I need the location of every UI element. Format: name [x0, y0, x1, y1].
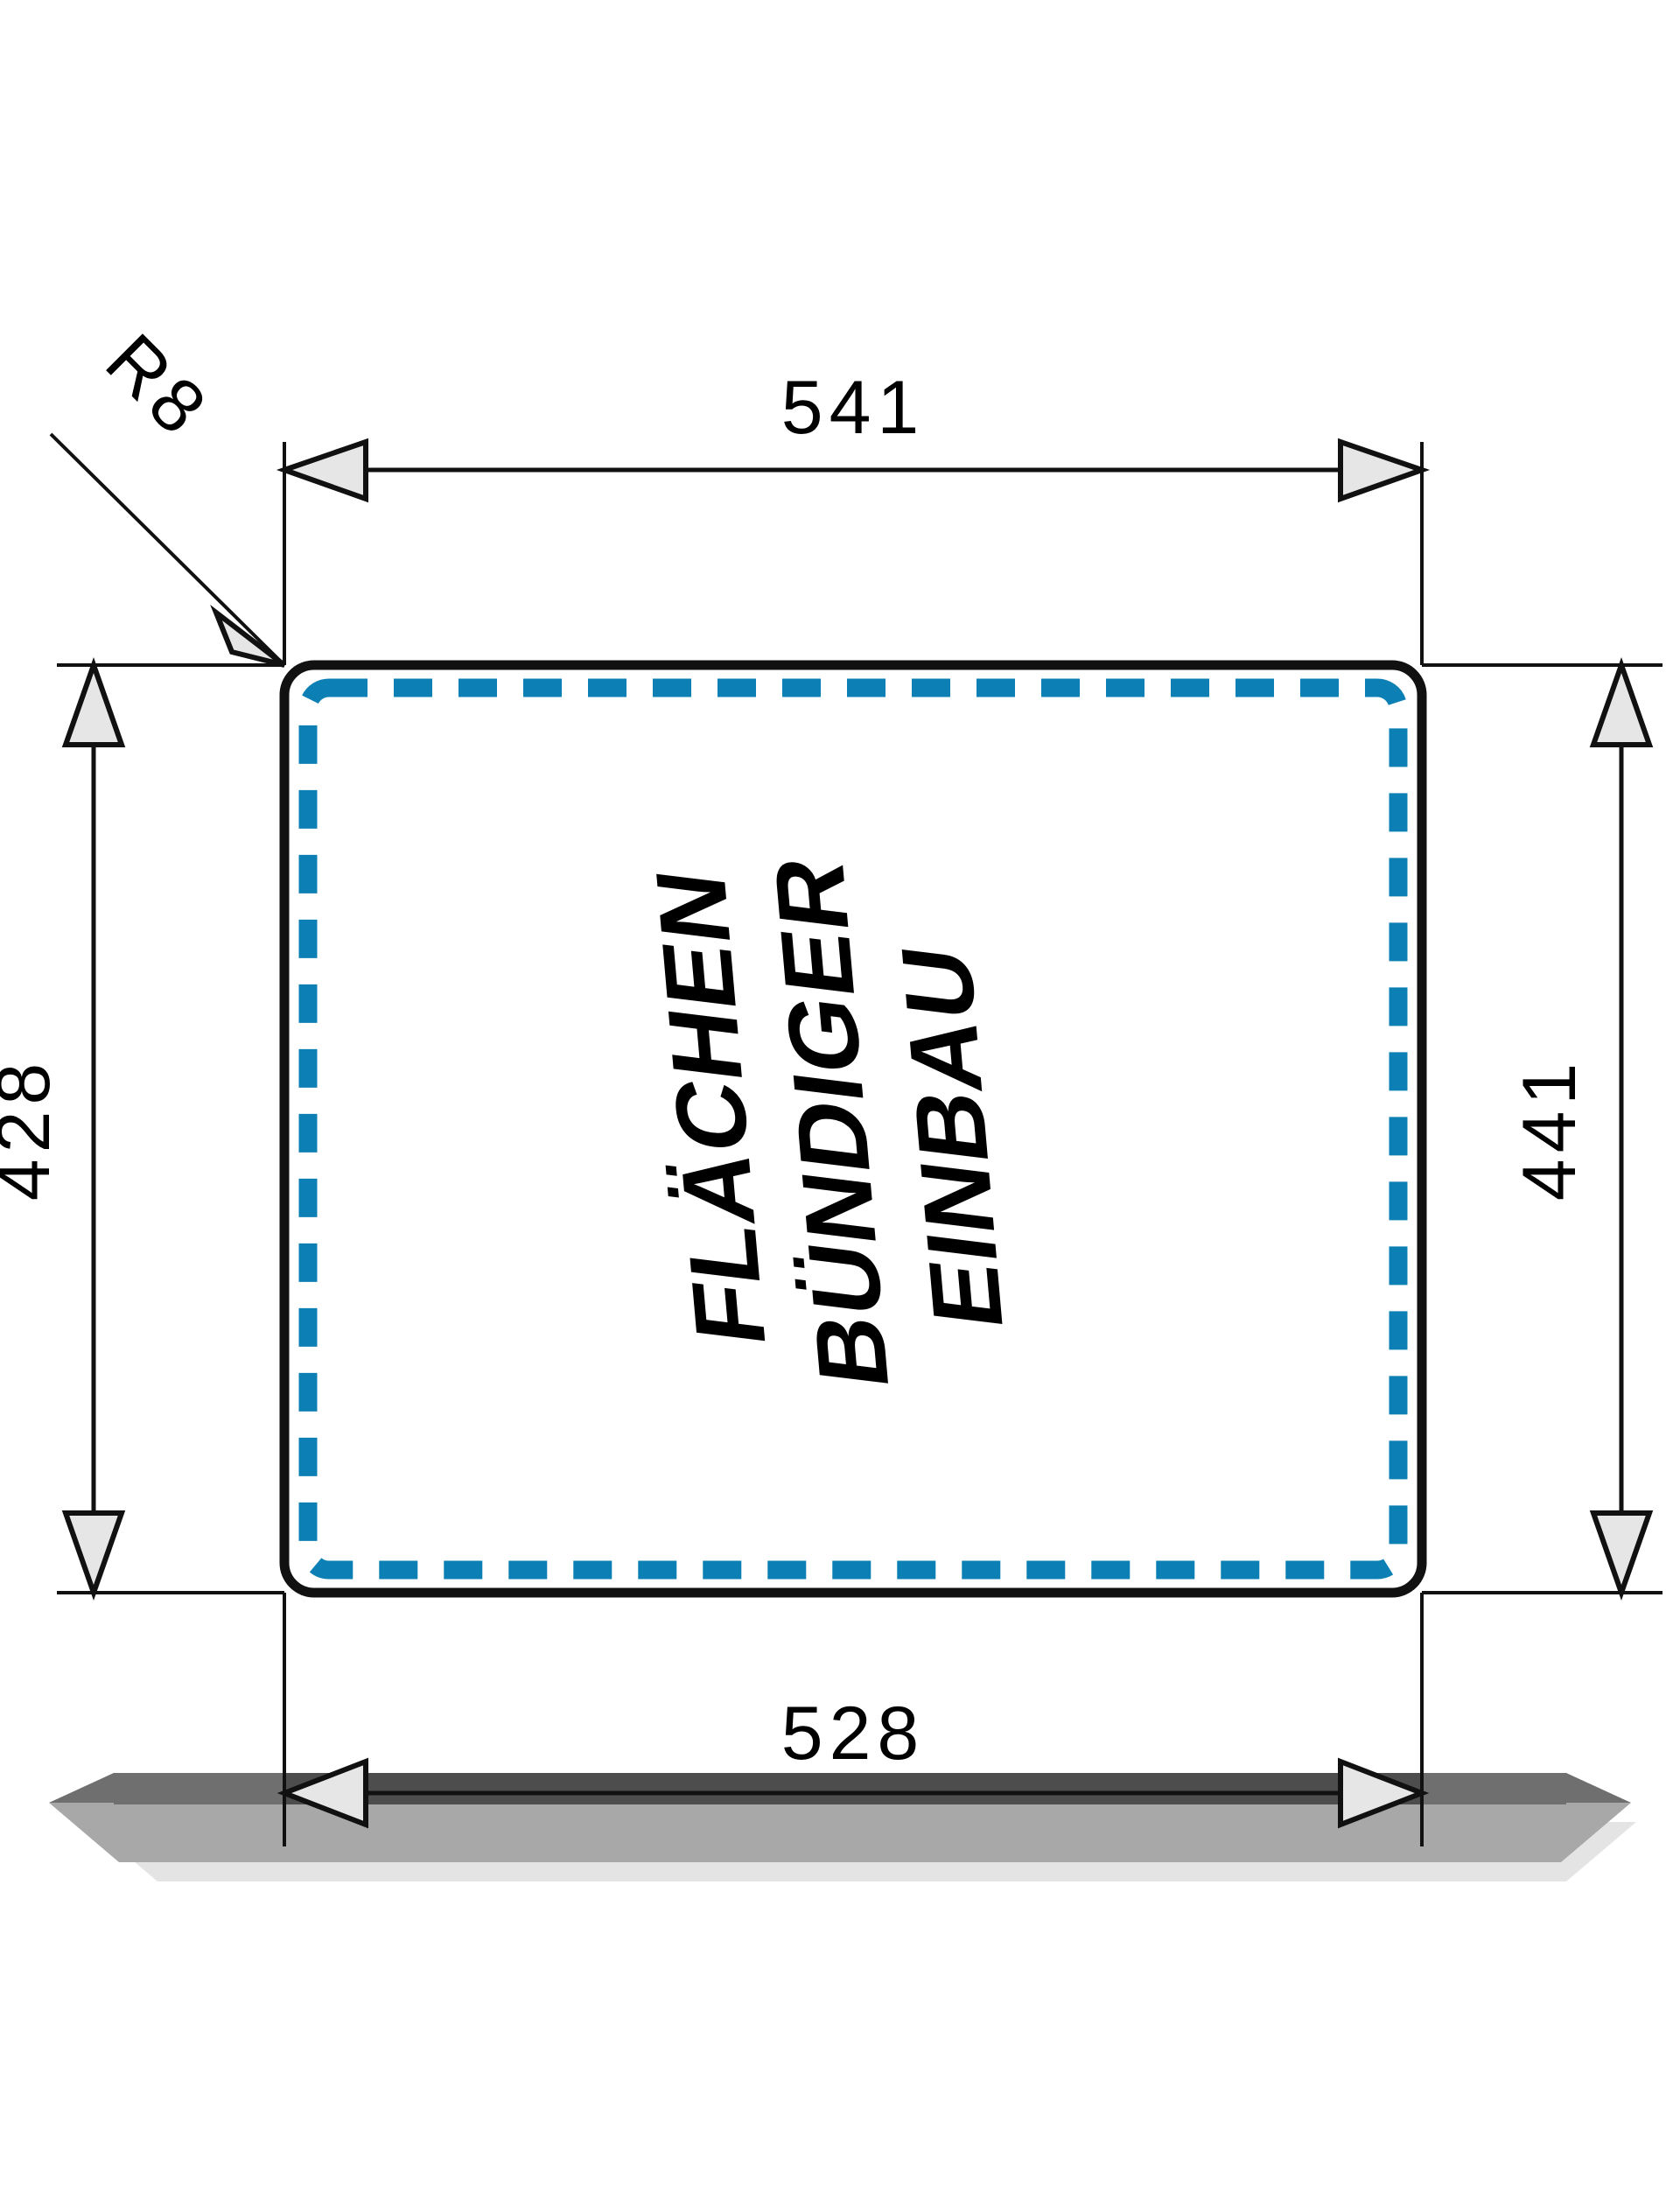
arrow-head-bottom-right — [1338, 1757, 1430, 1829]
arrow-head-top-left — [276, 438, 368, 503]
arrow-head-right-top — [1589, 656, 1654, 747]
arrow-head-top-right — [1338, 438, 1431, 503]
dashed-seal-line — [298, 678, 1408, 1580]
dimension-label-428: 428 — [0, 1057, 66, 1202]
dimension-top-width: 541 — [276, 366, 1431, 665]
dimension-left-height: 428 — [0, 656, 284, 1601]
counter-top-shadow-band — [284, 1773, 1422, 1804]
cutout-outline-group — [279, 660, 1427, 1598]
annotation-flaechenbuendiger-einbau: FLÄCHEN BÜNDIGER EINBAU — [634, 851, 1024, 1393]
counter-front-face — [49, 1803, 1631, 1862]
dimension-label-528: 528 — [781, 1692, 926, 1776]
radius-label-r8: R8 — [90, 319, 227, 455]
dimension-right-height: 441 — [1422, 656, 1662, 1601]
radius-callout-r8: R8 — [49, 319, 286, 668]
leader-line-r8 — [49, 432, 286, 667]
arrow-head-left-bottom — [61, 1510, 126, 1601]
dimension-label-541: 541 — [781, 366, 926, 450]
arrow-head-right-bottom — [1589, 1510, 1654, 1601]
cutout-rounded-rectangle — [279, 660, 1427, 1598]
dimension-label-441: 441 — [1508, 1057, 1592, 1202]
arrow-head-r8 — [210, 604, 286, 668]
arrow-head-bottom-left — [276, 1757, 368, 1829]
annotation-line-3: EINBAU — [879, 940, 1024, 1333]
dimension-bottom-width: 528 — [276, 1593, 1430, 1846]
arrow-head-left-top — [61, 656, 126, 747]
